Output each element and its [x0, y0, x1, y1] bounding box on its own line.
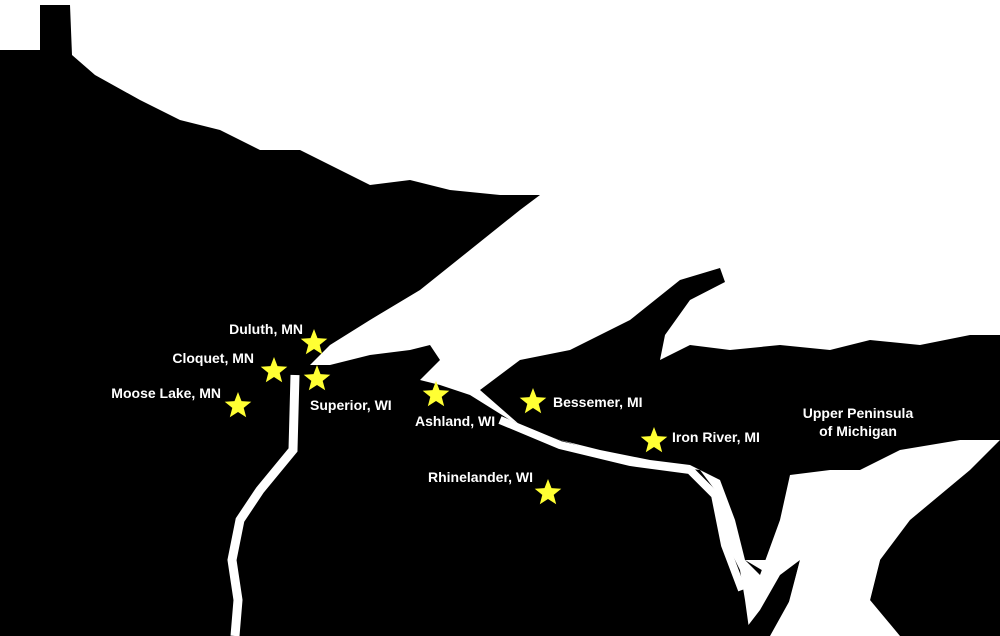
land-upper-peninsula	[480, 268, 1000, 575]
superior-star-icon	[303, 365, 331, 391]
region-label-line1: Upper Peninsula	[803, 405, 914, 421]
land-mn-wi	[0, 5, 750, 636]
duluth-star-icon	[300, 329, 328, 355]
rhinelander-star-icon	[534, 479, 562, 505]
land-door-peninsula	[740, 560, 800, 636]
river-border-east	[498, 416, 746, 592]
iron-river-star-icon	[640, 427, 668, 453]
cloquet-label: Cloquet, MN	[172, 350, 254, 366]
region-label-line2: of Michigan	[819, 423, 897, 439]
river-border	[227, 374, 300, 636]
ashland-star-icon	[422, 381, 450, 407]
bessemer-label: Bessemer, MI	[553, 394, 643, 410]
land-lower-michigan	[870, 440, 1000, 636]
bessemer-star-icon	[519, 388, 547, 414]
superior-label: Superior, WI	[310, 397, 392, 413]
duluth-label: Duluth, MN	[229, 321, 303, 337]
ashland-label: Ashland, WI	[415, 413, 495, 429]
moose-lake-star-icon	[224, 392, 252, 418]
rhinelander-label: Rhinelander, WI	[428, 469, 533, 485]
water-green-bay	[745, 500, 880, 636]
cloquet-star-icon	[260, 357, 288, 383]
moose-lake-label: Moose Lake, MN	[111, 385, 221, 401]
iron-river-label: Iron River, MI	[672, 429, 760, 445]
